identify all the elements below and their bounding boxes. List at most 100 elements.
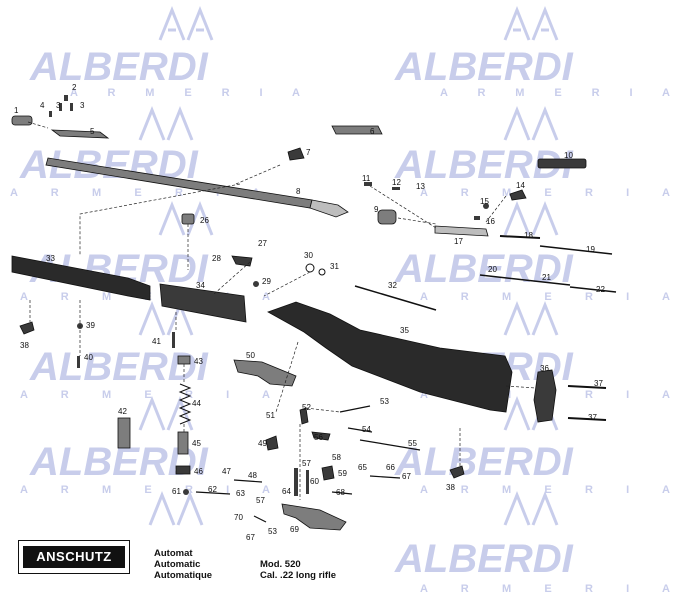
callout-68: 68 [336,488,345,497]
part-66-pin [369,475,401,479]
type-line-3: Automatique [154,570,213,581]
callout-34: 34 [196,281,205,290]
watermark-brand: ALBERDI [394,45,574,89]
callout-10: 10 [564,151,573,160]
callout-1: 1 [14,106,19,115]
callout-62: 62 [208,485,217,494]
callout-31: 31 [330,262,339,271]
part-receiver-cover [331,125,383,135]
type-line-1: Automat [154,548,193,559]
callout-40: 40 [84,353,93,362]
callout-16: 16 [486,217,495,226]
callout-41: 41 [152,337,161,346]
leader-line [397,217,437,225]
callout-51: 51 [266,411,275,420]
callout-52: 52 [302,403,311,412]
brand-logo: ANSCHUTZ [18,540,130,574]
watermark-logo [158,200,214,236]
watermark-brand: ALBERDI [394,537,574,581]
watermark-logo [503,200,559,236]
watermark-subtitle: A R M E R I A [420,187,670,199]
part-46 [175,465,191,475]
part-barrel-breech [309,199,349,218]
part-pin-11 [364,182,372,186]
callout-32: 32 [388,281,397,290]
callout-38: 38 [446,483,455,492]
part-bolt-tube [434,225,489,237]
callout-60: 60 [310,477,319,486]
part-16 [474,216,480,220]
watermark-brand: ALBERDI [394,247,574,291]
part-68-pin [331,491,353,495]
callout-2: 2 [72,83,77,92]
part-rod-22 [569,286,617,293]
leader-line [275,341,299,413]
leader-line [213,261,251,295]
callout-45: 45 [192,439,201,448]
callout-58: 58 [332,453,341,462]
part-forend [11,255,151,301]
leader-line [485,195,507,223]
callout-8: 8 [296,187,301,196]
part-barrel-end [11,115,33,126]
part-43 [177,355,191,365]
callout-69: 69 [290,525,299,534]
part-bushing [377,209,397,225]
callout-65: 65 [358,463,367,472]
callout-12: 12 [392,178,401,187]
callout-7: 7 [306,148,311,157]
part-54-pin [347,427,373,433]
part-stock [267,301,513,413]
watermark-brand: ALBERDI [29,345,209,389]
brand-name: ANSCHUTZ [23,546,125,568]
part-28 [231,255,253,267]
callout-9: 9 [374,205,379,214]
part-15 [483,203,489,209]
callout-50: 50 [246,351,255,360]
callout-43: 43 [194,357,203,366]
part-60 [306,470,309,494]
part-55-pin [359,439,421,451]
watermark-subtitle: A R M E R I A [420,583,670,595]
callout-17: 17 [454,237,463,246]
part-screw-2 [64,95,68,101]
leader-lines [27,121,537,500]
parts-layer [11,95,617,531]
callout-37: 37 [594,379,603,388]
part-52 [299,407,309,425]
part-49 [265,435,279,451]
callout-21: 21 [542,273,551,282]
callout-70: 70 [234,513,243,522]
callout-44: 44 [192,399,201,408]
callout-35: 35 [400,326,409,335]
watermark-logo [138,105,194,141]
watermark-logo [503,300,559,336]
part-screw-37a [567,385,607,389]
caliber-label: Cal. .22 long rifle [260,570,337,581]
callout-27: 27 [258,239,267,248]
part-spring [178,383,192,425]
part-rod-21 [479,274,571,286]
part-clip [181,213,195,225]
part-screw-41 [172,332,175,348]
callout-48: 48 [248,471,257,480]
callout-18: 18 [524,231,533,240]
part-swivel-38a [19,321,35,335]
callout-28: 28 [212,254,221,263]
part-rod-32 [354,285,437,311]
callout-63: 63 [236,489,245,498]
watermark-row-1: ALBERDI ALBERDI A R M E R I A A R M E R … [29,5,670,99]
watermark-logo [503,490,559,526]
part-screw-4 [49,111,52,117]
leader-line [79,183,241,256]
part-follower [177,431,189,455]
part-61 [183,489,189,495]
watermark-logo [503,5,559,41]
callout-38: 38 [20,341,29,350]
watermark-brand: ALBERDI [29,45,209,89]
part-screw-40 [77,356,80,368]
callout-54: 54 [362,425,371,434]
callout-42: 42 [118,407,127,416]
callout-37: 37 [588,413,597,422]
